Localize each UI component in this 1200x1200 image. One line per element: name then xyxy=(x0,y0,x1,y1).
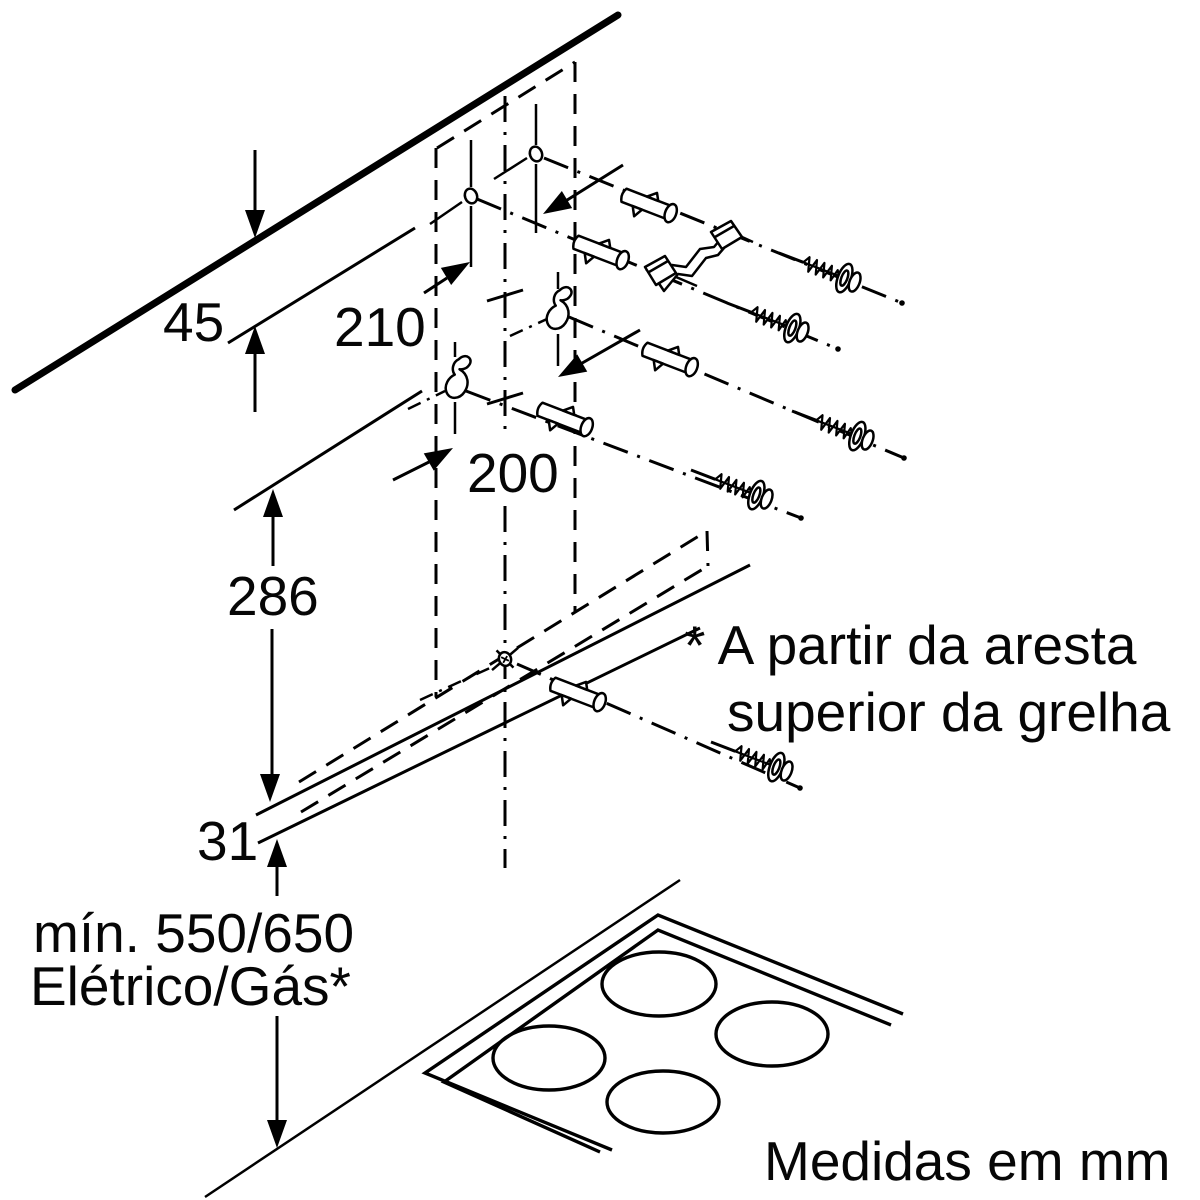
arrow-downleft-icon xyxy=(537,191,573,223)
grate-edge-extension-line xyxy=(204,878,681,1199)
arrow-up-icon xyxy=(267,839,287,867)
cooktop xyxy=(421,913,904,1154)
units-caption: Medidas em mm xyxy=(764,1130,1170,1192)
dimension-min-clearance: mín. 550/650 Elétrico/Gás* xyxy=(30,902,354,1148)
wall-hook-left xyxy=(443,342,473,434)
footnote-text: * A partir da aresta superior da grelha xyxy=(684,614,1171,743)
dimension-31: 31 xyxy=(197,810,287,896)
footnote-line2: superior da grelha xyxy=(727,681,1171,743)
dimension-45: 45 xyxy=(163,150,416,412)
min-clearance-label-line1: mín. 550/650 xyxy=(33,902,354,964)
burner-back xyxy=(600,950,718,1018)
wall-hook-right xyxy=(544,272,574,366)
dimension-200: 200 xyxy=(392,328,641,504)
screw-icon xyxy=(684,454,779,517)
burner-left xyxy=(491,1024,607,1092)
screw-icon xyxy=(772,237,867,300)
wall-plug-icon xyxy=(615,180,683,232)
arrow-up-icon xyxy=(263,489,283,517)
arrow-down-icon xyxy=(260,774,280,802)
dimension-286: 286 xyxy=(227,389,423,802)
hook-icon xyxy=(544,283,574,332)
ceiling-line xyxy=(11,11,622,394)
dim-200-label: 200 xyxy=(467,442,559,504)
footnote-line1: * A partir da aresta xyxy=(684,614,1137,676)
drill-hole-icon xyxy=(528,145,544,163)
dimension-210: 210 xyxy=(334,163,624,358)
screw-icon xyxy=(720,287,815,350)
wall-plug-icon xyxy=(567,227,635,279)
dim-31-label: 31 xyxy=(197,810,258,872)
drill-hole-icon xyxy=(463,187,479,205)
dim-286-label: 286 xyxy=(227,565,319,627)
drill-hole-upper-left xyxy=(429,140,479,267)
wall-plug-icon xyxy=(531,394,599,446)
drill-hole-upper-right xyxy=(493,104,544,233)
wall-plug-icon xyxy=(636,334,704,386)
burner-front xyxy=(605,1069,721,1135)
hood-center-axis xyxy=(486,96,524,868)
dim-45-label: 45 xyxy=(163,291,224,353)
flue-bracket-icon xyxy=(643,219,754,293)
dim-210-label: 210 xyxy=(334,296,426,358)
burner-right xyxy=(714,1000,830,1068)
arrow-upright-icon xyxy=(423,439,458,471)
screw-icon xyxy=(785,395,880,458)
keyhole-screw-icon xyxy=(491,646,519,672)
min-clearance-label-line2: Elétrico/Gás* xyxy=(30,955,351,1017)
hood-top-solid-edge xyxy=(255,563,751,845)
